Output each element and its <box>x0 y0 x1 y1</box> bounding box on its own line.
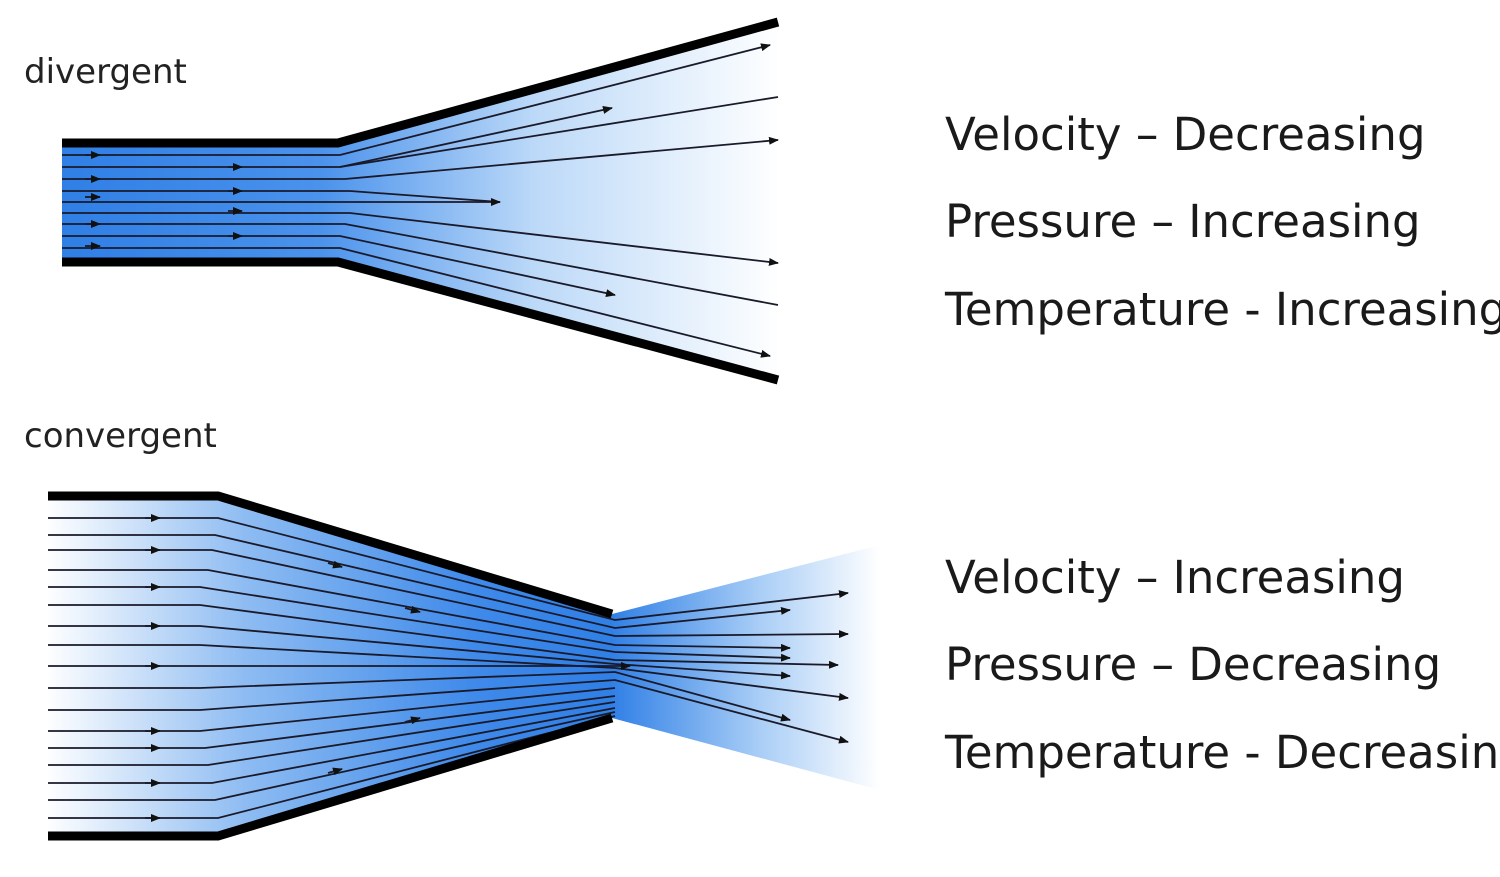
streamline <box>48 679 849 744</box>
divergent-top-wall <box>62 17 780 148</box>
divergent-bottom-wall <box>62 257 780 385</box>
convergent-top-wall <box>48 491 614 619</box>
divergent-velocity-text: Velocity – Decreasing <box>945 108 1426 161</box>
streamline <box>48 644 849 701</box>
streamline <box>62 235 616 298</box>
divergent-nozzle <box>62 17 780 385</box>
divergent-pressure-text: Pressure – Increasing <box>945 195 1421 248</box>
divergent-temperature-text: Temperature - Increasing <box>945 283 1500 336</box>
streamline <box>339 105 613 168</box>
convergent-label: convergent <box>24 416 217 456</box>
streamline <box>48 671 791 722</box>
streamline <box>48 549 849 639</box>
divergent-label: divergent <box>24 52 187 92</box>
streamline <box>62 223 779 306</box>
streamline <box>62 212 779 266</box>
streamline <box>48 517 849 621</box>
streamline <box>48 687 616 732</box>
divergent-inlet-arrows <box>85 151 243 250</box>
streamline <box>62 136 779 180</box>
convergent-inlet-arrows <box>145 514 421 822</box>
streamline <box>62 190 501 203</box>
streamline <box>48 586 791 662</box>
streamline <box>48 604 839 669</box>
convergent-pressure-text: Pressure – Decreasing <box>945 638 1442 691</box>
streamline <box>62 247 771 358</box>
streamline <box>62 43 771 156</box>
convergent-exit-plume <box>612 545 880 790</box>
convergent-velocity-text: Velocity – Increasing <box>945 551 1405 604</box>
streamline <box>48 701 616 766</box>
convergent-nozzle <box>48 491 880 841</box>
streamline <box>48 625 791 680</box>
divergent-streamlines <box>62 43 779 358</box>
convergent-temperature-text: Temperature - Decreasing <box>945 726 1500 779</box>
streamline <box>48 695 616 749</box>
convergent-bottom-wall <box>48 713 614 841</box>
streamline <box>48 711 616 801</box>
streamline <box>48 707 616 784</box>
streamline <box>48 534 791 629</box>
streamline <box>48 715 616 819</box>
